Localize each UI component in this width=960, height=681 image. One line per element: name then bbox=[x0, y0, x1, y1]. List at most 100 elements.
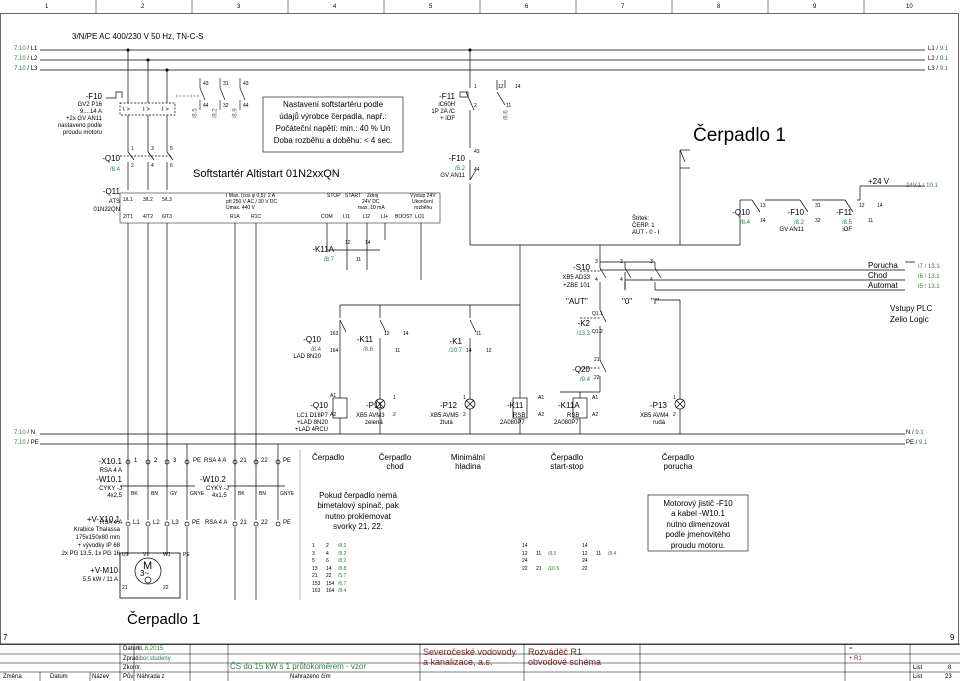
terminal-number: 3 bbox=[151, 146, 154, 152]
f10-line3: +2x GV AN11 bbox=[65, 116, 102, 122]
s10-tag: -S10 bbox=[573, 263, 590, 272]
pump-caption: Čerpadlo 1 bbox=[127, 611, 201, 628]
tb-zprac-value: libor.studeny bbox=[137, 656, 171, 662]
rail-ref: 9.1 bbox=[915, 430, 924, 436]
terminal-number: PE bbox=[283, 458, 292, 464]
tb-datum2: Datum bbox=[50, 674, 68, 680]
crossref-row: 14 bbox=[522, 543, 548, 549]
f10-line5: proudu motoru bbox=[62, 130, 102, 136]
crossref-term: 22 bbox=[522, 565, 528, 572]
f10-line2: 9....14 A bbox=[79, 109, 102, 115]
rail-label-l3: L3 bbox=[928, 66, 935, 72]
crossref: /8.7 bbox=[323, 257, 334, 263]
terminal-number: W1 bbox=[163, 552, 171, 558]
crossref-term: 2 bbox=[326, 543, 329, 549]
rail-label-n: N bbox=[906, 430, 911, 436]
terminal-number: 14 bbox=[760, 218, 766, 224]
softstarter-note: Nastavení softstartéru podle bbox=[282, 100, 384, 109]
terminal-number: 2 bbox=[154, 458, 158, 464]
coil-line: zelená bbox=[365, 420, 383, 426]
crossref-term: 22 bbox=[582, 565, 588, 572]
pump-title: Čerpadlo 1 bbox=[693, 125, 786, 146]
grid-number: 9 bbox=[813, 4, 817, 10]
rail-ref: 7.10 bbox=[14, 46, 26, 52]
crossref: /8.9 bbox=[232, 108, 239, 119]
terminal-number: 21 bbox=[240, 458, 247, 464]
tb-nazev: Název bbox=[92, 674, 110, 680]
rail-label-l1: L1 bbox=[30, 46, 38, 52]
f10-trip-symbol: I > bbox=[162, 107, 169, 113]
crossref-term: 14 bbox=[522, 543, 528, 549]
s10-line2: +ZBE 101 bbox=[563, 283, 590, 289]
crossref: /9.4 bbox=[579, 377, 590, 383]
terminal-number: 12 bbox=[486, 348, 492, 354]
terminal-number: Q1.1 bbox=[592, 311, 603, 317]
terminal-number: L3 bbox=[172, 520, 179, 526]
crossref-term: 22 bbox=[326, 573, 332, 579]
terminal-number: 11 bbox=[506, 103, 512, 109]
softstarter-note: Počáteční napětí: min.: 40 % Un bbox=[275, 124, 391, 133]
x10-line: RSA 4 A bbox=[99, 468, 122, 474]
terminal-number: 6/T3 bbox=[162, 214, 173, 220]
w10-2-tag: -W10.2 bbox=[200, 475, 226, 484]
q20-tag: -Q20 bbox=[572, 365, 590, 374]
f10-right-tag: -F10 bbox=[787, 208, 804, 217]
coil-line: LC1 D18P7 bbox=[296, 413, 328, 419]
terminal-number: PE bbox=[193, 458, 202, 464]
crossref: I5 / 13.1 bbox=[918, 284, 940, 290]
terminal-number: 44 bbox=[203, 103, 209, 109]
k11-contact-tag: -K11 bbox=[356, 335, 373, 344]
coil-line: rudá bbox=[653, 420, 666, 426]
rail-label-l2: L2 bbox=[30, 56, 38, 62]
crossref: /8.8 bbox=[338, 565, 347, 572]
tb-datum-value: 11.6.2015 bbox=[137, 646, 164, 652]
terminal-number: 1 bbox=[393, 395, 396, 401]
selector-position: "AUT" bbox=[566, 297, 588, 306]
terminal-number: 12 bbox=[859, 203, 865, 209]
terminal-number: 12 bbox=[345, 240, 351, 246]
crossref: /8.4 bbox=[310, 347, 321, 353]
plc-label: Zelio Logic bbox=[890, 315, 929, 324]
terminal-number: 44 bbox=[243, 103, 249, 109]
rail-ref: 7.10 bbox=[14, 430, 26, 436]
s10-line1: XB5 AD33 bbox=[562, 275, 590, 281]
terminal-number: 5/L3 bbox=[162, 197, 172, 203]
crossref: /8.5 bbox=[192, 108, 199, 119]
terminal-number: LO1 bbox=[415, 214, 425, 220]
crossref: /5.7 bbox=[338, 573, 347, 579]
coil-tag: -K11A bbox=[558, 401, 580, 410]
w10-1-line: 4x2,5 bbox=[107, 493, 122, 499]
terminal-number: PE bbox=[183, 552, 190, 558]
selector-position: "I" bbox=[651, 297, 659, 306]
crossref: /8.2 bbox=[793, 220, 804, 226]
terminal-number: 43 bbox=[474, 149, 480, 155]
terminal-number: R1C bbox=[251, 214, 262, 220]
terminal-number: 1 bbox=[463, 395, 466, 401]
terminal-number: A2 bbox=[538, 412, 545, 418]
w10-1-line: CYKY -J bbox=[99, 486, 122, 492]
coil-tag: -K11 bbox=[507, 401, 524, 410]
rail-ref: 9.1 bbox=[939, 46, 949, 52]
terminal-number: A2 bbox=[592, 412, 599, 418]
control-label: rozběhu bbox=[414, 205, 433, 211]
wire-color: BN bbox=[151, 491, 158, 497]
tb-project: ČS do 15 kW s 1 průtokoměrem - vzor bbox=[230, 662, 367, 671]
terminal-number: 4 bbox=[620, 277, 623, 283]
crossref: /8.6 bbox=[503, 110, 510, 121]
crossref-term: 164 bbox=[326, 588, 335, 594]
terminal-number: 5 bbox=[170, 146, 173, 152]
terminal-number: 163 bbox=[330, 331, 339, 337]
motor-line: 5,5 kW / 11 A bbox=[82, 577, 118, 583]
crossref: /8.2 bbox=[338, 550, 347, 557]
f11-line2: 1P 2A /C bbox=[431, 109, 455, 115]
coil-line: RSB bbox=[567, 413, 580, 419]
k11a-tag: -K11A bbox=[312, 245, 334, 254]
q10-lad-tag: -Q10 bbox=[303, 335, 321, 344]
tb-list-label: List bbox=[913, 665, 923, 671]
function-label: Čerpadlo porucha bbox=[661, 453, 695, 471]
